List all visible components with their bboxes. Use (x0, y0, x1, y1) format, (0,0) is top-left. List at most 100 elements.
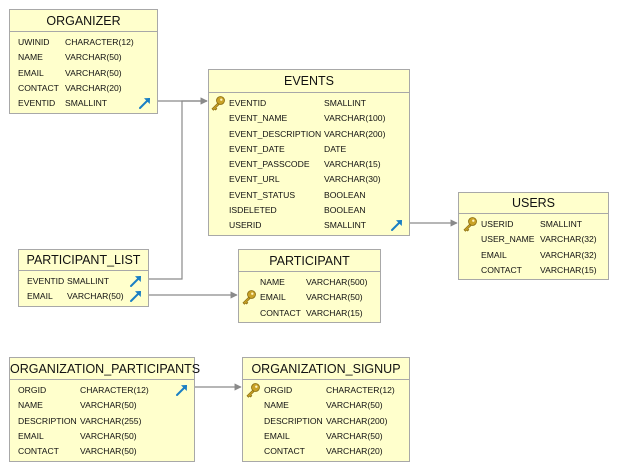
field-name: CONTACT (481, 264, 522, 275)
key-icon (462, 216, 478, 237)
field-type: VARCHAR(255) (80, 415, 142, 426)
field-type: VARCHAR(50) (306, 292, 363, 303)
field-name: EVENTID (18, 98, 56, 109)
field-type: VARCHAR(20) (326, 446, 383, 457)
field-type: VARCHAR(100) (324, 113, 386, 124)
field-type: VARCHAR(32) (540, 234, 597, 245)
field-type: VARCHAR(50) (80, 400, 137, 411)
link-arrow-icon[interactable] (138, 96, 152, 115)
field-name: CONTACT (260, 307, 301, 318)
field-row: EVENT_NAME VARCHAR(100) (209, 111, 409, 126)
field-row: CONTACT VARCHAR(15) (239, 306, 380, 321)
field-name: EVENT_PASSCODE (229, 159, 310, 170)
link-arrow-icon[interactable] (129, 289, 143, 308)
key-icon (241, 289, 257, 310)
field-row: EMAIL VARCHAR(32) (459, 248, 608, 263)
field-name: NAME (260, 277, 285, 287)
entity-title: ORGANIZER (10, 10, 157, 32)
field-row: USER_NAME VARCHAR(32) (459, 232, 608, 247)
field-row: CONTACT VARCHAR(15) (459, 263, 608, 278)
field-type: VARCHAR(15) (306, 307, 363, 318)
field-name: DESCRIPTION (264, 415, 323, 426)
field-type: VARCHAR(200) (324, 128, 386, 139)
link-arrow-icon[interactable] (129, 274, 143, 293)
field-type: VARCHAR(30) (324, 174, 381, 185)
field-type: SMALLINT (67, 276, 110, 286)
field-type: VARCHAR(32) (540, 249, 597, 260)
field-type: CHARACTER(12) (326, 385, 395, 395)
field-name: EVENT_DESCRIPTION (229, 128, 322, 139)
field-name: EVENTID (27, 276, 65, 286)
field-row: UWINID CHARACTER(12) (10, 35, 157, 50)
field-name: EVENT_NAME (229, 113, 288, 124)
entity-organization-signup[interactable]: ORGANIZATION_SIGNUP ORGID CHARACTER(12) NAM… (242, 357, 410, 462)
field-name: USER_NAME (481, 234, 535, 245)
field-type: VARCHAR(15) (540, 264, 597, 275)
field-type: VARCHAR(200) (326, 415, 388, 426)
field-type: VARCHAR(50) (65, 67, 122, 78)
field-row: EVENTID SMALLINT (10, 96, 157, 111)
field-name: EMAIL (481, 249, 507, 260)
key-icon (210, 95, 226, 116)
field-type: BOOLEAN (324, 205, 366, 216)
entity-title: ORGANIZATION_PARTICIPANTS (10, 358, 200, 380)
field-row: NAME VARCHAR(500) (239, 275, 380, 290)
field-name: EMAIL (27, 291, 53, 302)
field-type: SMALLINT (65, 98, 108, 109)
field-name: USERID (481, 219, 514, 229)
field-row: EVENT_STATUS BOOLEAN (209, 188, 409, 203)
field-name: ORGID (264, 385, 293, 395)
field-type: VARCHAR(50) (65, 52, 122, 63)
field-name: EMAIL (264, 430, 290, 441)
entity-title: PARTICIPANT (239, 250, 380, 272)
entity-title: USERS (459, 193, 608, 214)
link-arrow-icon[interactable] (390, 218, 404, 237)
field-row: ORGID CHARACTER(12) (243, 383, 409, 398)
field-row: EMAIL VARCHAR(50) (243, 429, 409, 444)
key-icon (245, 382, 261, 403)
field-type: VARCHAR(20) (65, 82, 122, 93)
field-row: ISDELETED BOOLEAN (209, 203, 409, 218)
field-type: SMALLINT (540, 219, 583, 229)
field-name: UWINID (18, 37, 50, 47)
field-name: EMAIL (18, 430, 44, 441)
relation-participant-list-events (149, 97, 208, 280)
field-name: NAME (18, 400, 43, 411)
field-type: BOOLEAN (324, 189, 366, 200)
field-name: EVENT_STATUS (229, 189, 296, 200)
field-type: CHARACTER(12) (80, 385, 149, 395)
field-name: CONTACT (264, 446, 305, 457)
field-type: VARCHAR(50) (80, 446, 137, 457)
field-type: DATE (324, 143, 347, 154)
entity-title: PARTICIPANT_LIST (19, 250, 148, 271)
field-type: CHARACTER(12) (65, 37, 134, 47)
field-type: VARCHAR(500) (306, 277, 368, 287)
link-arrow-icon[interactable] (175, 383, 189, 402)
field-name: ISDELETED (229, 205, 277, 216)
field-name: DESCRIPTION (18, 415, 77, 426)
entity-title: ORGANIZATION_SIGNUP (243, 358, 409, 380)
field-type: VARCHAR(50) (326, 430, 383, 441)
entity-title: EVENTS (209, 70, 409, 93)
field-row: CONTACT VARCHAR(20) (243, 444, 409, 459)
